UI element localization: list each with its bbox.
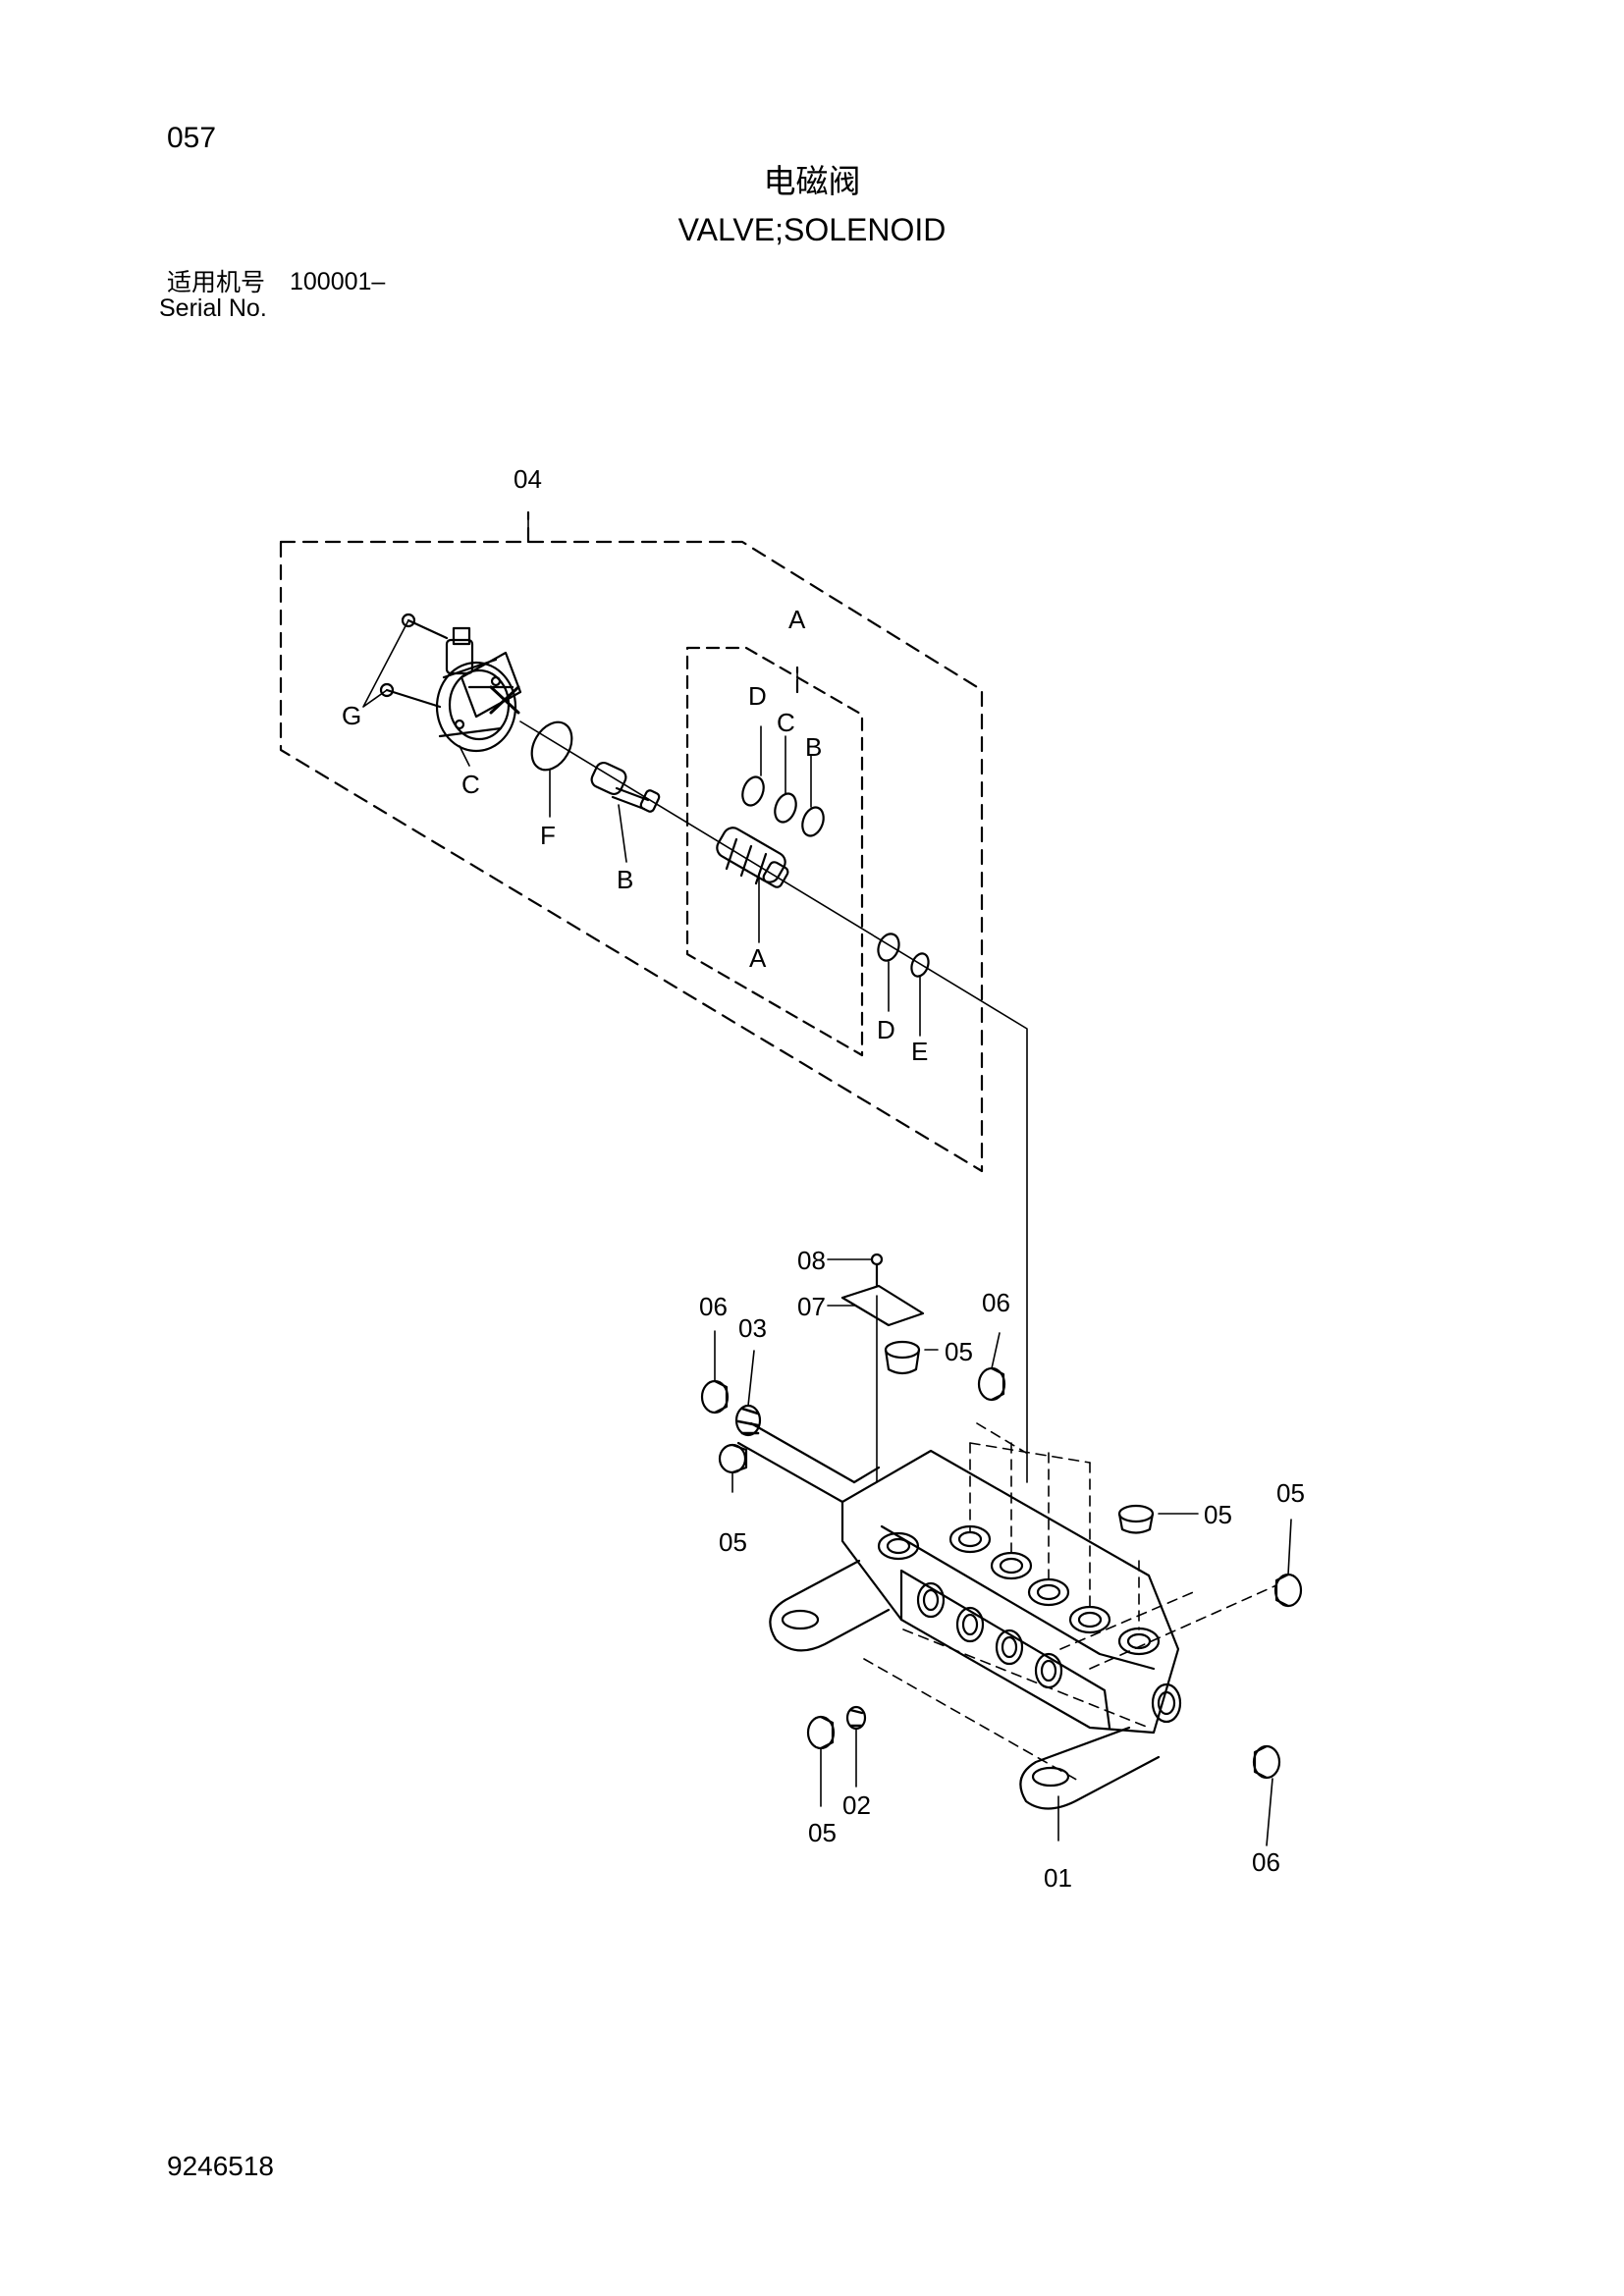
callout-05-far-right: 05 [1276,1478,1305,1508]
serial-label-english: Serial No. [159,294,267,322]
plug-06-top-left [700,1379,730,1415]
backup-ring-d [877,933,900,962]
callout-oring-e: E [911,1037,928,1066]
plug-05-bottom [806,1715,836,1750]
callout-oring-d: D [748,681,767,711]
o-ring-c [774,792,797,824]
fitting-03 [734,1404,762,1437]
fitting-02 [845,1705,867,1731]
page-number: 057 [167,122,217,154]
callout-02: 02 [842,1790,871,1820]
callout-05-left: 05 [719,1527,747,1557]
o-ring-f [530,721,573,772]
plunger-b [590,761,661,813]
assembly-axis-line [519,721,1028,1483]
callout-04: 04 [514,464,542,494]
assembly-04-boundary [279,510,984,1173]
plug-05-right [1117,1504,1155,1534]
callout-05-bottom: 05 [808,1818,837,1847]
callout-screw-g: G [342,701,361,730]
callout-spool-a: A [749,943,767,973]
plug-05-left [718,1443,748,1474]
callout-oring-f: F [540,821,556,850]
plug-06-bottom-right [1252,1744,1281,1780]
callout-07: 07 [797,1292,826,1321]
o-ring-e [910,952,930,978]
callout-06-bottom-right: 06 [1252,1847,1280,1877]
callout-08: 08 [797,1246,826,1275]
callout-06-top-left: 06 [699,1292,728,1321]
callout-backup-d: D [877,1015,895,1044]
callout-05-top: 05 [945,1337,973,1366]
document-number: 9246518 [167,2151,275,2181]
plate-07 [840,1284,925,1327]
spool-a [716,827,789,888]
serial-number-range: 100001– [290,268,386,295]
callout-03: 03 [738,1313,767,1343]
port-alignment-lines [863,1422,1277,1783]
solenoid-coil-c [435,626,522,753]
callout-05-right: 05 [1204,1500,1232,1529]
callout-06-top-right: 06 [982,1288,1010,1317]
callout-oring-c: C [777,708,795,737]
o-ring-d [741,775,765,807]
title-english: VALVE;SOLENOID [677,212,947,247]
callout-oring-b: B [805,732,822,762]
left-pipe [736,1421,881,1504]
title-chinese: 电磁阀 [763,162,861,200]
callout-coil-c: C [461,770,480,799]
callout-01: 01 [1044,1863,1072,1893]
o-ring-b [801,806,825,837]
callout-sub-a-top: A [788,605,806,634]
plug-05-top [884,1340,921,1375]
plug-05-far-right [1273,1573,1303,1608]
serial-label-chinese: 适用机号 [167,268,266,296]
screw-g [379,613,449,709]
leader-lines [362,511,1292,1846]
valve-body-01 [769,1449,1182,1810]
screw-08 [870,1253,884,1288]
plug-06-top-right [977,1366,1006,1402]
callout-plunger-b: B [617,865,633,894]
